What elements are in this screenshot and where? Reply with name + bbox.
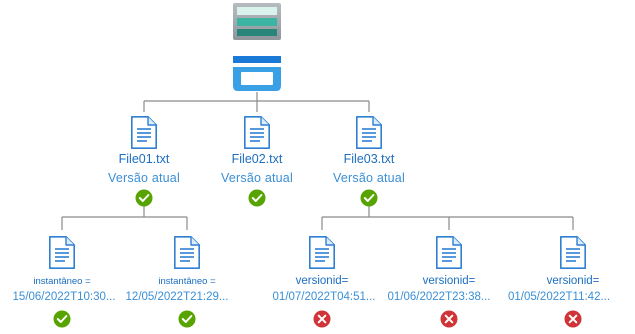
x-circle-icon <box>564 310 582 328</box>
document-icon <box>436 236 462 269</box>
snapshot-value-2: 12/05/2022T21:29... <box>125 291 229 303</box>
status-marks <box>53 189 582 328</box>
check-circle-icon <box>178 310 196 328</box>
version-key-3: versionid= <box>546 275 600 287</box>
check-circle-icon <box>248 189 266 207</box>
connector-lines <box>61 92 574 230</box>
snapshot-key-1: instantâneo = <box>33 276 91 287</box>
file-status-1: Versão atual <box>108 171 180 185</box>
file-status-2: Versão atual <box>221 171 293 185</box>
snapshot-key-2: instantâneo = <box>158 276 216 287</box>
document-icon <box>560 236 586 269</box>
version-value-1: 01/07/2022T04:51... <box>272 291 376 303</box>
file-status-3: Versão atual <box>333 171 405 185</box>
document-icon <box>356 116 382 149</box>
document-icon <box>309 236 335 269</box>
document-icon <box>174 236 200 269</box>
version-value-2: 01/06/2022T23:38... <box>387 291 491 303</box>
document-icon <box>244 116 270 149</box>
version-key-2: versionid= <box>422 275 476 287</box>
document-icon <box>49 236 75 269</box>
blob-container-icon <box>233 56 281 91</box>
check-circle-icon <box>53 310 71 328</box>
version-key-1: versionid= <box>295 275 349 287</box>
check-circle-icon <box>135 189 153 207</box>
file-name-3: File03.txt <box>343 152 395 166</box>
x-circle-icon <box>313 310 331 328</box>
document-icon <box>131 116 157 149</box>
snapshot-value-1: 15/06/2022T10:30... <box>12 291 116 303</box>
version-value-3: 01/05/2022T11:42... <box>507 291 611 303</box>
file-name-2: File02.txt <box>231 152 283 166</box>
storage-account-icon <box>233 3 281 40</box>
check-circle-icon <box>360 189 378 207</box>
document-icons <box>49 116 586 269</box>
x-circle-icon <box>440 310 458 328</box>
file-name-1: File01.txt <box>118 152 170 166</box>
